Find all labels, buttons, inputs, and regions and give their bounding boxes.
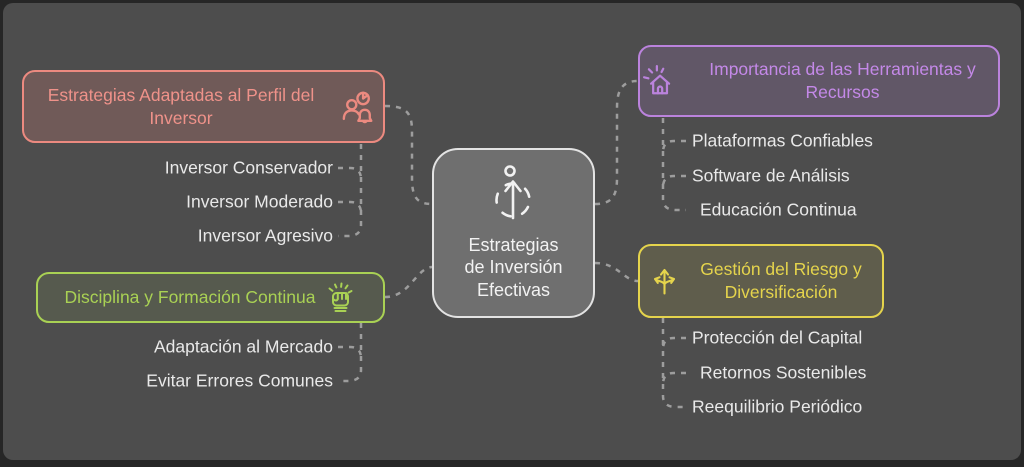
subtopic-software-analisis: Software de Análisis xyxy=(692,165,850,186)
central-topic-line: Efectivas xyxy=(476,279,551,300)
subtopic-inversor-agresivo: Inversor Agresivo xyxy=(197,225,333,246)
raised-fist-icon xyxy=(324,281,356,314)
subtopic-plataformas-confiables: Plataformas Confiables xyxy=(692,130,873,151)
branch-disciplina-formacion: Disciplina y Formación Continua xyxy=(36,272,385,323)
central-topic: Estrategias de Inversión Efectivas xyxy=(432,148,595,318)
subtopic-inversor-moderado: Inversor Moderado xyxy=(186,191,333,212)
subtopic-reequilibrio-periodico: Reequilibrio Periódico xyxy=(692,396,863,417)
subtopic-evitar-errores: Evitar Errores Comunes xyxy=(146,370,333,391)
branch-perfil-inversor: Estrategias Adaptadas al Perfil del Inve… xyxy=(22,70,385,143)
user-notification-icon xyxy=(340,90,376,124)
subtopic-inversor-conservador: Inversor Conservador xyxy=(164,157,333,178)
central-topic-line: Estrategias xyxy=(468,234,559,255)
subtopic-adaptacion-mercado: Adaptación al Mercado xyxy=(154,336,333,357)
growth-arrow-icon xyxy=(486,163,542,229)
branching-arrows-icon xyxy=(649,265,680,297)
branch-title: Estrategias Adaptadas al Perfil del Inve… xyxy=(47,84,315,128)
branch-title: Gestión del Riesgo y Diversificación xyxy=(700,259,862,302)
subtopic-proteccion-capital: Protección del Capital xyxy=(692,327,863,348)
shining-house-icon xyxy=(640,64,678,98)
subtopic-retornos-sostenibles: Retornos Sostenibles xyxy=(700,362,867,383)
branch-gestion-riesgo: Gestión del Riesgo y Diversificación xyxy=(638,244,884,318)
subtopic-educacion-continua: Educación Continua xyxy=(700,199,857,220)
central-topic-line: de Inversión xyxy=(464,257,563,277)
branch-title: Disciplina y Formación Continua xyxy=(64,287,316,307)
branch-herramientas-recursos: Importancia de las Herramientas y Recurs… xyxy=(638,45,1000,117)
branch-title: Importancia de las Herramientas y Recurs… xyxy=(709,59,976,102)
